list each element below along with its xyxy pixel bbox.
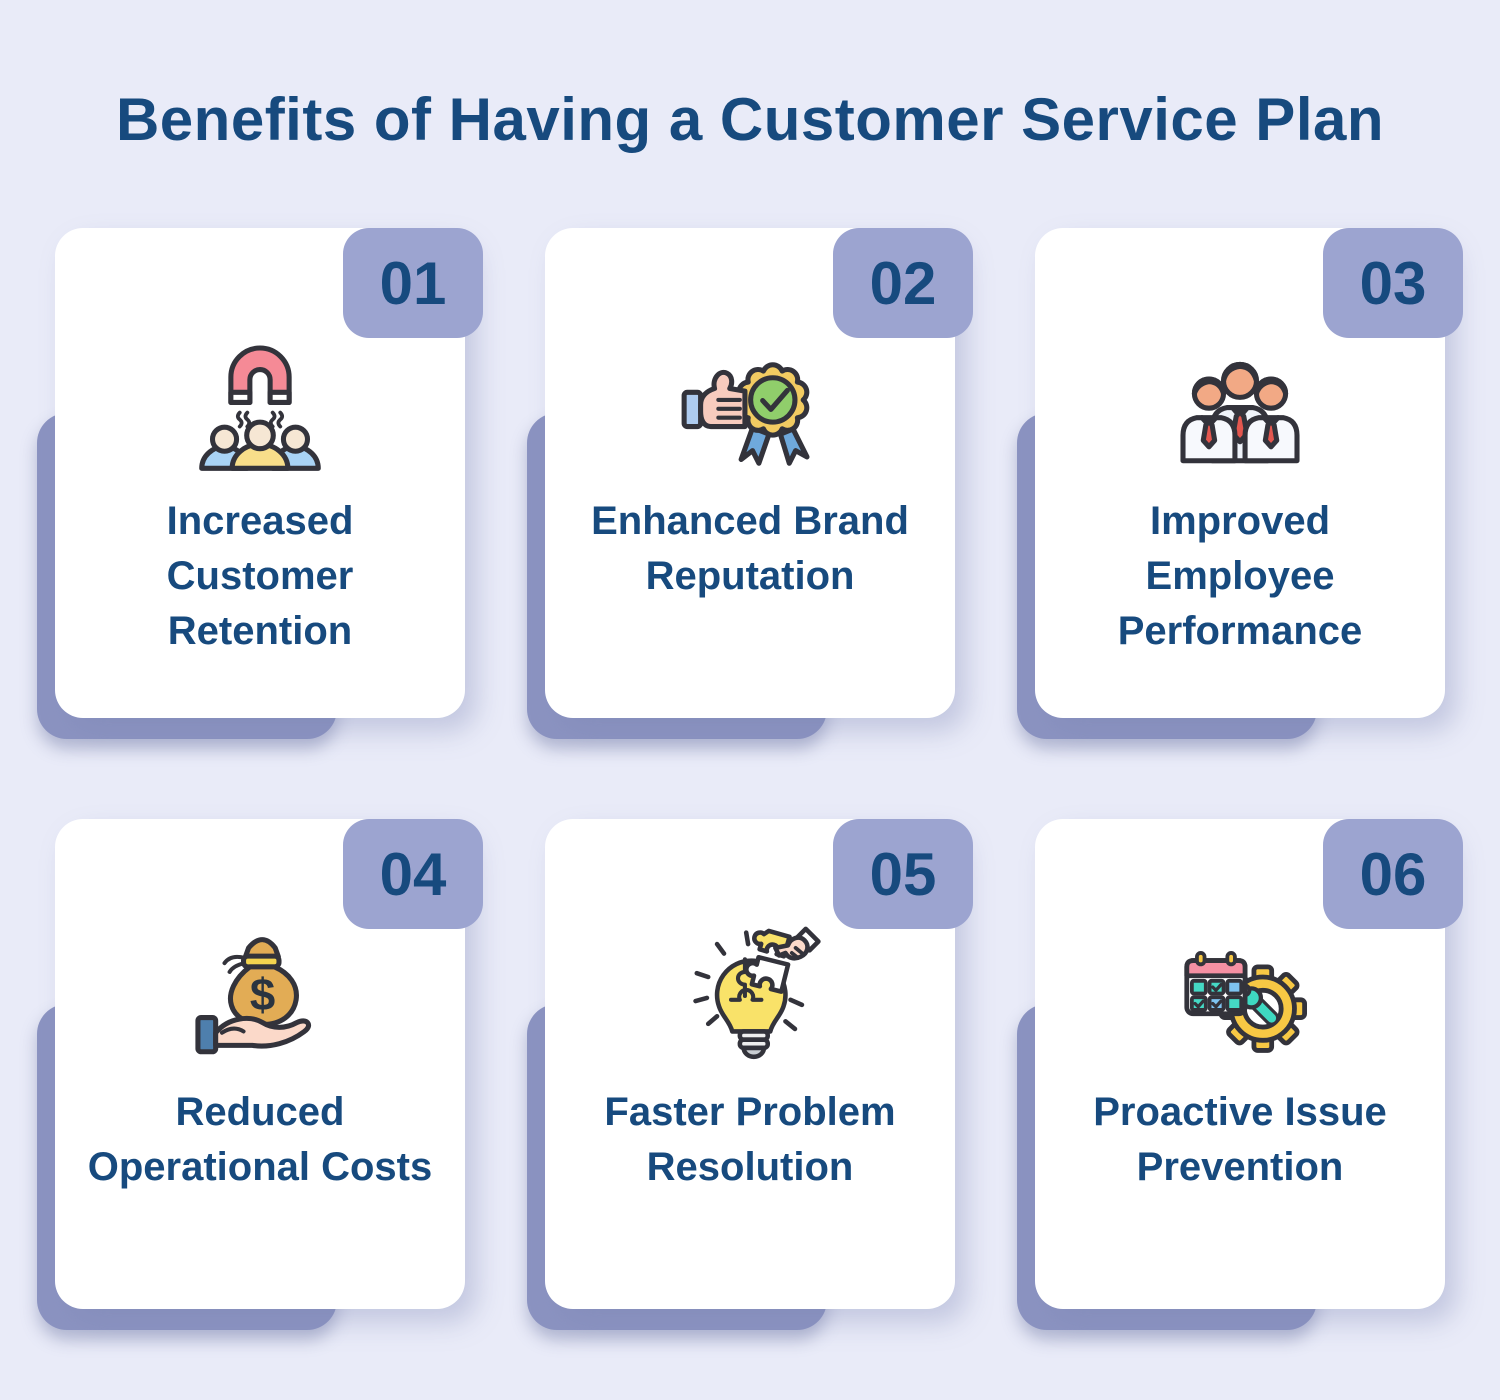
puzzle-lightbulb-hand-icon: [545, 917, 955, 1075]
card-label: Increased Customer Retention: [166, 499, 354, 654]
benefit-card-wrap-3: 03: [1017, 228, 1463, 739]
card-label: Proactive Issue Prevention: [1093, 1090, 1387, 1190]
benefit-card-6: 06: [1035, 819, 1463, 1309]
thumbs-up-award-ribbon-icon: [545, 326, 955, 484]
benefit-card-2: 02 Enhanced Brand Reputation: [545, 228, 973, 718]
card-number-badge: 05: [833, 819, 973, 929]
card-label: Reduced Operational Costs: [87, 1090, 433, 1190]
page-title: Benefits of Having a Customer Service Pl…: [115, 86, 1385, 153]
card-label: Enhanced Brand Reputation: [591, 499, 909, 599]
benefit-card-wrap-6: 06: [1017, 819, 1463, 1330]
svg-text:$: $: [250, 969, 275, 1020]
benefit-card-3: 03: [1035, 228, 1463, 718]
magnet-attracting-customers-icon: [55, 326, 465, 484]
card-label: Faster Problem Resolution: [604, 1090, 896, 1190]
employee-team-icon: [1035, 326, 1445, 484]
benefit-card-5: 05: [545, 819, 973, 1309]
card-number-badge: 02: [833, 228, 973, 338]
benefit-card-wrap-5: 05: [527, 819, 973, 1330]
card-label: Improved Employee Performance: [1117, 499, 1363, 654]
card-number-badge: 01: [343, 228, 483, 338]
benefit-card-wrap-4: 04 $ Reduced Operational Costs: [37, 819, 483, 1330]
benefit-card-4: 04 $ Reduced Operational Costs: [55, 819, 483, 1309]
card-number-badge: 03: [1323, 228, 1463, 338]
hand-holding-money-bag-icon: $: [55, 917, 465, 1075]
benefit-card-wrap-1: 01: [37, 228, 483, 739]
benefits-grid: 01: [37, 228, 1463, 1330]
benefit-card-wrap-2: 02 Enhanced Brand Reputation: [527, 228, 973, 739]
card-number-badge: 06: [1323, 819, 1463, 929]
calendar-gear-wrench-icon: [1035, 917, 1445, 1075]
card-number-badge: 04: [343, 819, 483, 929]
benefit-card-1: 01: [55, 228, 483, 718]
